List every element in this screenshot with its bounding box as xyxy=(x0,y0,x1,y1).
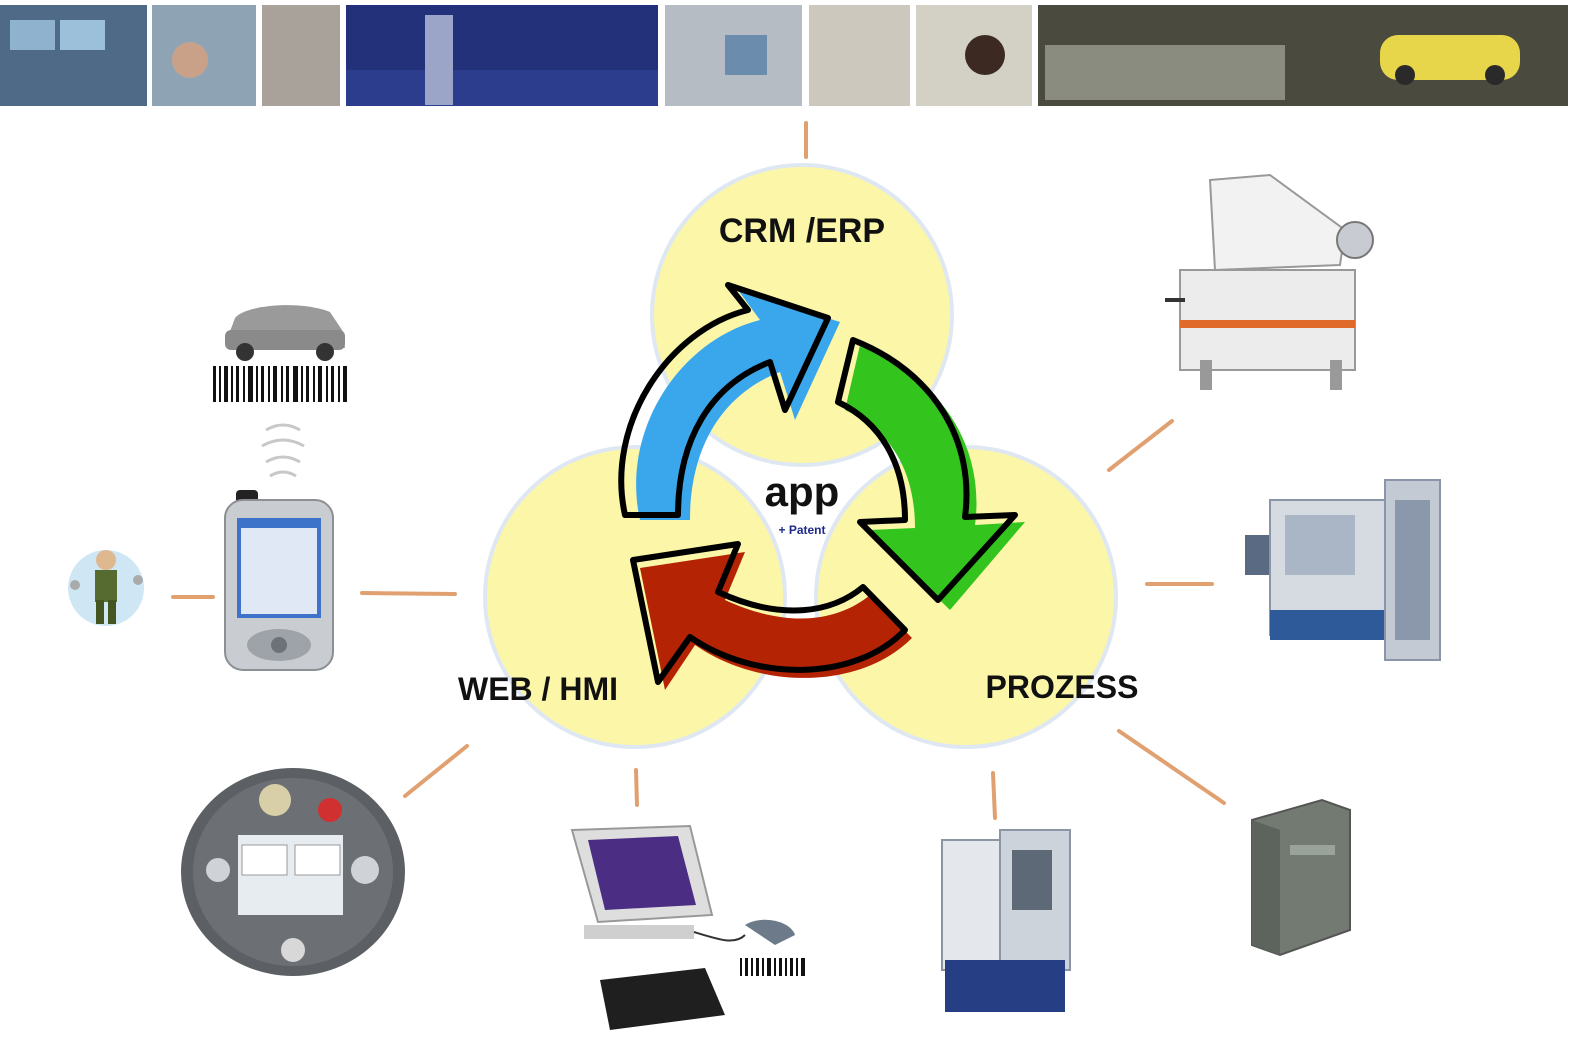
photo-lab xyxy=(262,5,340,106)
connector-band-saw xyxy=(1107,419,1174,472)
connector-lathe xyxy=(991,771,997,820)
barcode-icon xyxy=(740,958,805,976)
arrow-green-outline xyxy=(835,337,1018,603)
cnc-machine-icon xyxy=(1245,479,1441,661)
photo-engineer xyxy=(809,5,910,106)
arrow-green xyxy=(845,345,1025,610)
wireless-signal-icon xyxy=(261,423,305,478)
cycle-arrows xyxy=(618,282,1025,690)
label-prozess: PROZESS xyxy=(986,669,1139,705)
circle-web-hmi xyxy=(483,445,787,749)
plc-controller-icon xyxy=(1251,798,1351,957)
arrow-blue-outline xyxy=(618,282,831,518)
label-web-hmi: WEB / HMI xyxy=(458,671,618,707)
mobile-operator-panel-icon xyxy=(181,768,405,976)
arrow-blue xyxy=(636,290,840,520)
connectors xyxy=(171,121,1226,820)
label-crm-erp: CRM /ERP xyxy=(719,212,885,250)
center-subtitle: + Patent xyxy=(778,523,825,537)
photo-strip xyxy=(0,5,1568,106)
connector-pc xyxy=(634,768,639,807)
center-title: app xyxy=(765,468,840,515)
barcode-icon xyxy=(213,366,347,402)
worker-icon xyxy=(68,550,144,626)
pda-handheld-icon xyxy=(224,490,334,671)
arrow-red-outline xyxy=(630,541,908,685)
connector-plc xyxy=(1117,729,1226,805)
cnc-lathe-icon xyxy=(941,829,1071,1012)
band-saw-machine-icon xyxy=(1165,173,1374,390)
desktop-computer-icon xyxy=(570,824,795,1030)
connector-panel xyxy=(403,744,469,798)
arrow-red xyxy=(640,552,912,690)
car-icon xyxy=(225,305,345,361)
connector-handheld xyxy=(360,591,457,596)
